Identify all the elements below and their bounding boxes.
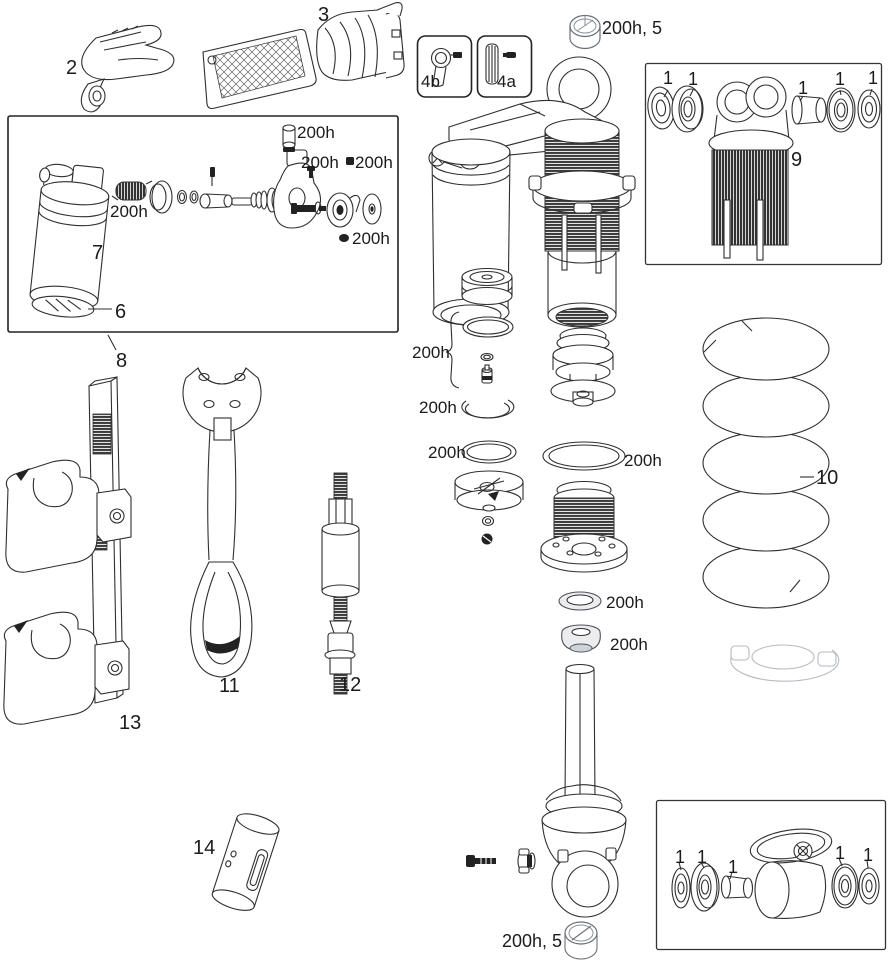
callout-top-bushing-200h-5: 200h, 5 bbox=[602, 18, 663, 38]
kit-9-box-drawing bbox=[644, 62, 883, 266]
shaft-tool-drawing bbox=[321, 472, 360, 695]
shaft-eyelet-drawing bbox=[466, 663, 627, 960]
callout-part4b: 4b bbox=[421, 72, 440, 91]
callout-1-bottom-bearing-right: 1 bbox=[835, 843, 846, 863]
callout-200h-snap-ring: 200h bbox=[419, 398, 457, 417]
callout-1-bottom-bearing-left: 1 bbox=[697, 847, 708, 867]
callout-200h-ifp-group: 200h bbox=[412, 343, 450, 362]
top-bushing-drawing bbox=[569, 14, 601, 50]
main-shock-drawing bbox=[428, 56, 636, 328]
coil-spring-drawing bbox=[702, 317, 840, 682]
lockout-parts-drawing bbox=[88, 124, 382, 351]
callout-200h-nut: 200h bbox=[355, 153, 393, 172]
callout-part11: 11 bbox=[219, 675, 240, 697]
callout-part7: 7 bbox=[92, 242, 104, 264]
tool-4b-drawing bbox=[416, 35, 473, 98]
callout-part14: 14 bbox=[193, 837, 216, 859]
ifp-column-drawing bbox=[445, 267, 524, 545]
arm-tool-drawing bbox=[182, 367, 262, 678]
callout-part13: 13 bbox=[119, 712, 142, 734]
callout-200h-wiper: 200h bbox=[606, 593, 644, 612]
clamp-blocks-drawing bbox=[3, 375, 132, 725]
damper-internals-drawing bbox=[540, 327, 628, 653]
tool-4a-drawing bbox=[476, 35, 533, 98]
callout-1-washer-right: 1 bbox=[868, 68, 879, 88]
callout-200h-seal: 200h bbox=[610, 635, 648, 654]
callout-part10: 10 bbox=[816, 467, 839, 489]
callout-part12: 12 bbox=[339, 674, 362, 696]
callout-1-spacer: 1 bbox=[798, 78, 809, 98]
callout-1-bearing-right: 1 bbox=[835, 69, 846, 89]
callout-part6: 6 bbox=[115, 301, 127, 323]
callout-part3: 3 bbox=[318, 4, 330, 26]
callout-1-bottom-washer-left: 1 bbox=[675, 847, 686, 867]
callout-200h-oring-left: 200h bbox=[428, 443, 466, 462]
callout-bottom-bushing-200h-5: 200h, 5 bbox=[502, 931, 563, 951]
callout-200h-oring-right: 200h bbox=[624, 451, 662, 470]
callout-1-bottom-washer-right: 1 bbox=[863, 845, 874, 865]
callout-200h-screw: 200h bbox=[301, 153, 339, 172]
callout-1-bottom-spacer: 1 bbox=[728, 857, 739, 877]
callout-200h-cap: 200h bbox=[352, 229, 390, 248]
callout-part4a: 4a bbox=[497, 72, 516, 91]
callout-part2: 2 bbox=[66, 57, 78, 79]
twist-shifter-drawing bbox=[202, 2, 405, 110]
callout-1-washer-left: 1 bbox=[663, 68, 674, 88]
callout-200h-spring: 200h bbox=[110, 202, 148, 221]
callout-200h-cylinder: 200h bbox=[297, 123, 335, 142]
callout-part8: 8 bbox=[116, 350, 128, 372]
bottom-kit-box-drawing bbox=[655, 799, 887, 951]
sleeve-drawing bbox=[211, 813, 280, 911]
remote-lever-drawing bbox=[80, 24, 175, 113]
reservoir-7-drawing bbox=[29, 163, 110, 318]
callout-part9: 9 bbox=[791, 149, 803, 171]
callout-1-bearing-left: 1 bbox=[688, 69, 699, 89]
kit-8-box-drawing bbox=[7, 115, 399, 333]
